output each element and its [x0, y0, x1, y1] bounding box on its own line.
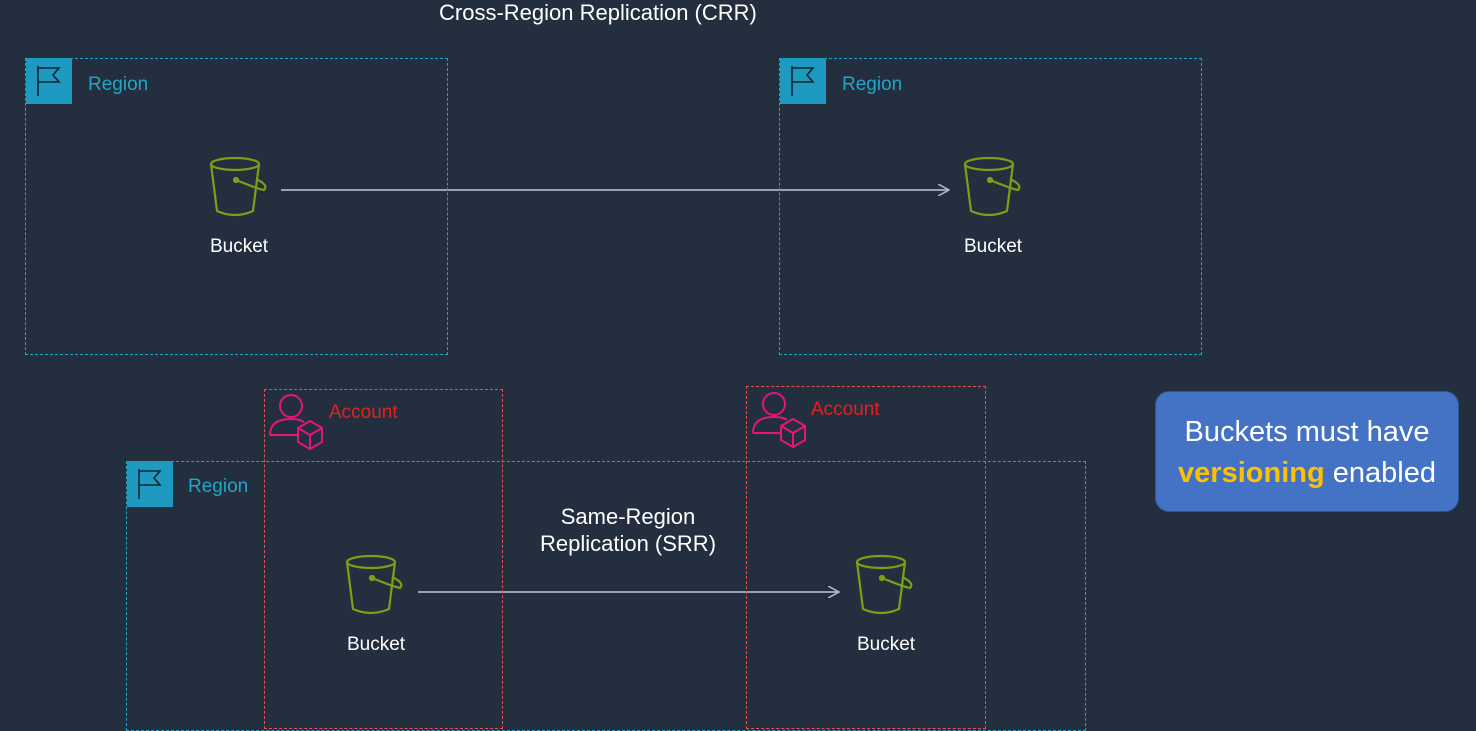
diagram-title: Cross-Region Replication (CRR): [439, 0, 757, 25]
note-highlight: versioning: [1178, 457, 1325, 489]
account-icon: [749, 389, 811, 451]
srr-source-account-label: Account: [329, 402, 398, 423]
bucket-icon: [962, 155, 1024, 219]
crr-source-region-box: [25, 58, 448, 355]
srr-region-label: Region: [188, 476, 249, 497]
srr-target-account-label: Account: [811, 399, 880, 420]
crr-target-region-label: Region: [842, 74, 903, 95]
note-line2: versioning enabled: [1156, 453, 1458, 494]
region-flag-icon: [127, 461, 173, 507]
srr-source-bucket-label: Bucket: [346, 634, 406, 655]
srr-label: Same-Region Replication (SRR): [508, 503, 748, 557]
crr-target-bucket-label: Bucket: [963, 236, 1023, 257]
bucket-icon: [854, 553, 916, 617]
srr-target-bucket-label: Bucket: [856, 634, 916, 655]
crr-target-region-box: [779, 58, 1202, 355]
replication-arrows: [281, 0, 1476, 716]
crr-source-bucket-label: Bucket: [209, 236, 269, 257]
region-flag-icon: [26, 58, 72, 104]
bucket-icon: [344, 553, 406, 617]
srr-label-line1: Same-Region: [560, 504, 696, 529]
region-flag-icon: [780, 58, 826, 104]
note-line1: Buckets must have: [1184, 416, 1430, 448]
bucket-icon: [208, 155, 270, 219]
srr-label-line2: Replication (SRR): [539, 531, 717, 556]
crr-source-region-label: Region: [88, 74, 149, 95]
note-rest: enabled: [1324, 457, 1436, 489]
account-icon: [266, 391, 328, 453]
versioning-note: Buckets must have versioning enabled: [1155, 391, 1459, 512]
